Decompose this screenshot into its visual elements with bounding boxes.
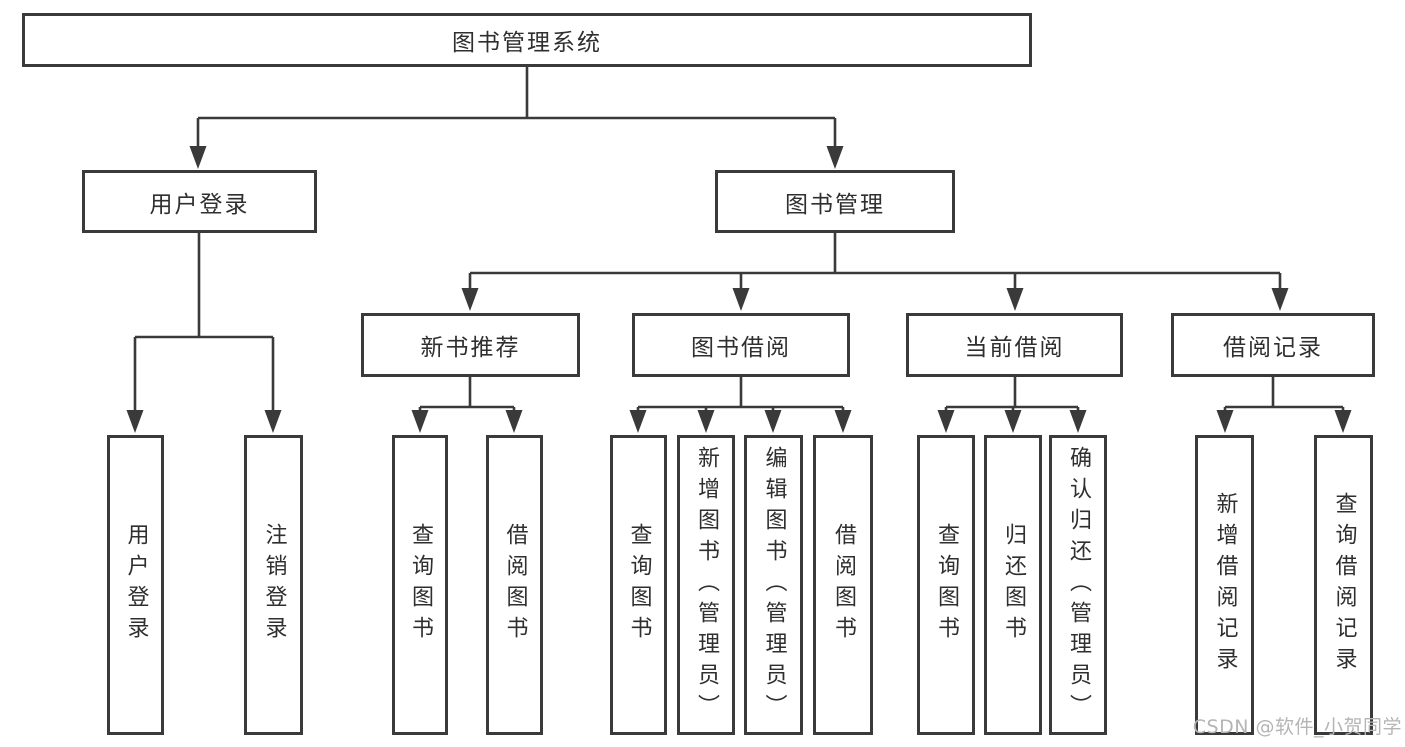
leaf-query-books-current: 查询图书	[917, 435, 975, 735]
leaf-user-login: 用户登录	[107, 435, 164, 735]
node-book-management: 图书管理	[715, 170, 955, 233]
connector-currentborrow-to-leaves	[937, 377, 1087, 433]
connector-newbooks-to-leaves	[411, 377, 523, 433]
watermark: CSDN @软件_小贺同学	[1192, 716, 1402, 738]
connector-bookborrow-to-leaves	[629, 377, 852, 433]
connector-userlogin-to-leaves	[126, 233, 282, 433]
leaf-query-books-borrow: 查询图书	[610, 435, 667, 735]
connector-bookmgmt-to-level3	[461, 233, 1289, 311]
node-borrow-records: 借阅记录	[1171, 313, 1375, 377]
node-root: 图书管理系统	[22, 13, 1032, 67]
node-new-book-recommend: 新书推荐	[361, 313, 580, 377]
node-current-borrow: 当前借阅	[906, 313, 1123, 377]
node-user-login: 用户登录	[82, 170, 317, 233]
leaf-edit-books-admin: 编辑图书（管理员）	[744, 435, 803, 735]
leaf-add-borrow-record: 新增借阅记录	[1195, 435, 1254, 735]
leaf-confirm-return-admin: 确认归还（管理员）	[1049, 435, 1107, 735]
leaf-query-books-newrec: 查询图书	[392, 435, 448, 735]
leaf-borrow-books-borrow: 借阅图书	[813, 435, 873, 735]
connector-root-to-level2	[189, 67, 844, 169]
node-book-borrow: 图书借阅	[632, 313, 850, 377]
leaf-return-books: 归还图书	[984, 435, 1042, 735]
leaf-borrow-books-newrec: 借阅图书	[486, 435, 543, 735]
leaf-query-borrow-record: 查询借阅记录	[1314, 435, 1373, 735]
connector-borrowrecords-to-leaves	[1216, 377, 1352, 433]
leaf-add-books-admin: 新增图书（管理员）	[677, 435, 735, 735]
leaf-logout: 注销登录	[244, 435, 303, 735]
